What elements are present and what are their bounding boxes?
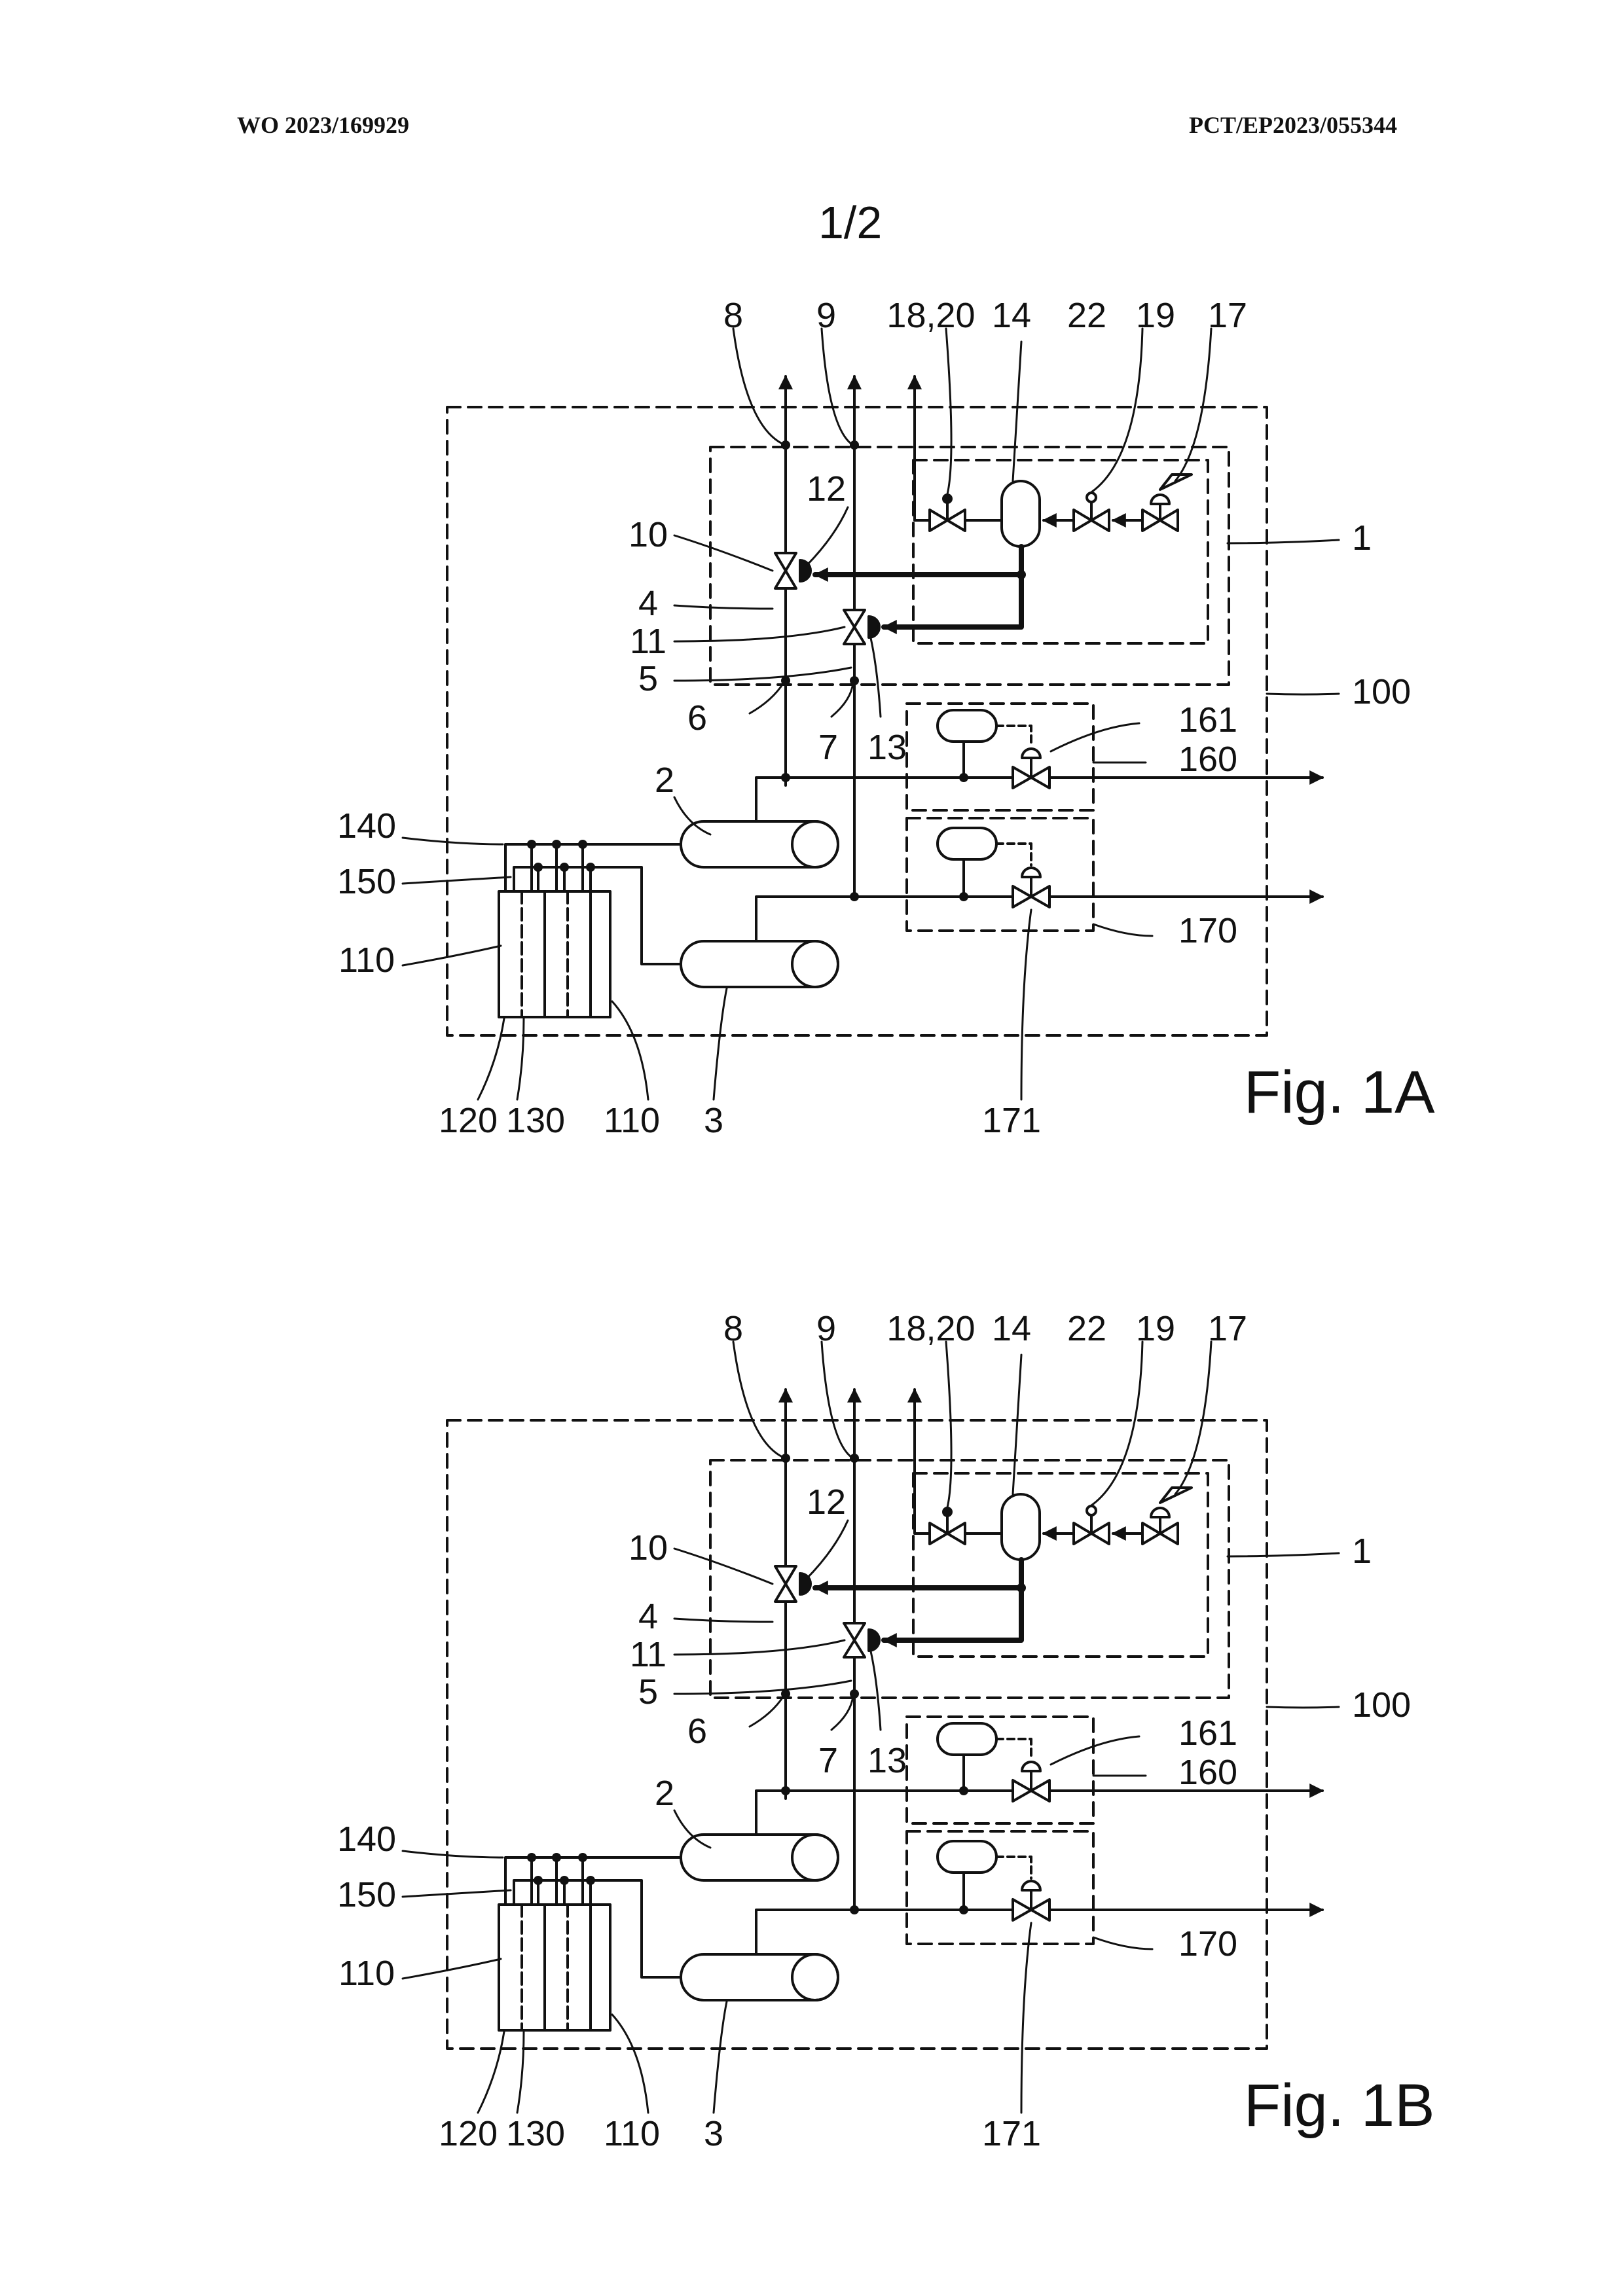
- label-11: 11: [630, 1635, 666, 1674]
- label-9: 9: [816, 296, 836, 335]
- label-8: 8: [723, 296, 743, 335]
- label-171: 171: [982, 1101, 1041, 1140]
- figure-1a: 8 9 18,20 14 22 19 17 12 10 4 11 5 6 7 1…: [337, 296, 1435, 1140]
- figure-1b: 8 9 18,20 14 22 19 17 12 10 4 11 5 6 7 1…: [337, 1309, 1435, 2153]
- figure-caption: Fig. 1B: [1244, 2072, 1434, 2139]
- label-100: 100: [1352, 672, 1411, 711]
- label-17: 17: [1208, 296, 1247, 335]
- figure-caption: Fig. 1A: [1244, 1059, 1435, 1126]
- label-13: 13: [867, 728, 907, 767]
- label-4: 4: [638, 584, 658, 623]
- label-10: 10: [629, 1528, 668, 1568]
- label-110-bottom: 110: [604, 2114, 660, 2153]
- label-120: 120: [439, 1101, 498, 1140]
- label-12: 12: [807, 469, 846, 509]
- label-17: 17: [1208, 1309, 1247, 1348]
- label-1: 1: [1352, 518, 1372, 558]
- label-22: 22: [1067, 296, 1106, 335]
- label-110-left: 110: [338, 1954, 395, 1993]
- label-7: 7: [818, 1741, 838, 1780]
- label-130: 130: [506, 1101, 565, 1140]
- label-3: 3: [704, 2114, 723, 2153]
- label-150: 150: [337, 862, 396, 901]
- label-6: 6: [687, 1712, 707, 1751]
- label-9: 9: [816, 1309, 836, 1348]
- label-19: 19: [1136, 1309, 1175, 1348]
- label-160: 160: [1178, 740, 1237, 779]
- label-22: 22: [1067, 1309, 1106, 1348]
- label-4: 4: [638, 1597, 658, 1636]
- label-14: 14: [992, 296, 1031, 335]
- label-110-left: 110: [338, 941, 395, 980]
- label-7: 7: [818, 728, 838, 767]
- label-160: 160: [1178, 1753, 1237, 1792]
- label-3: 3: [704, 1101, 723, 1140]
- label-140: 140: [337, 806, 396, 846]
- label-130: 130: [506, 2114, 565, 2153]
- label-161: 161: [1178, 1713, 1237, 1753]
- label-12: 12: [807, 1482, 846, 1522]
- label-5: 5: [638, 659, 658, 698]
- label-100: 100: [1352, 1685, 1411, 1725]
- label-170: 170: [1178, 911, 1237, 950]
- label-5: 5: [638, 1672, 658, 1712]
- label-170: 170: [1178, 1924, 1237, 1964]
- label-150: 150: [337, 1875, 396, 1914]
- label-13: 13: [867, 1741, 907, 1780]
- label-140: 140: [337, 1820, 396, 1859]
- label-14: 14: [992, 1309, 1031, 1348]
- label-19: 19: [1136, 296, 1175, 335]
- label-110-bottom: 110: [604, 1101, 660, 1140]
- label-2: 2: [655, 761, 674, 800]
- label-120: 120: [439, 2114, 498, 2153]
- label-171: 171: [982, 2114, 1041, 2153]
- label-8: 8: [723, 1309, 743, 1348]
- label-10: 10: [629, 515, 668, 554]
- label-2: 2: [655, 1774, 674, 1813]
- label-1: 1: [1352, 1532, 1372, 1571]
- label-161: 161: [1178, 700, 1237, 740]
- label-6: 6: [687, 698, 707, 738]
- label-18-20: 18,20: [886, 1309, 975, 1348]
- label-11: 11: [630, 622, 666, 661]
- label-18-20: 18,20: [886, 296, 975, 335]
